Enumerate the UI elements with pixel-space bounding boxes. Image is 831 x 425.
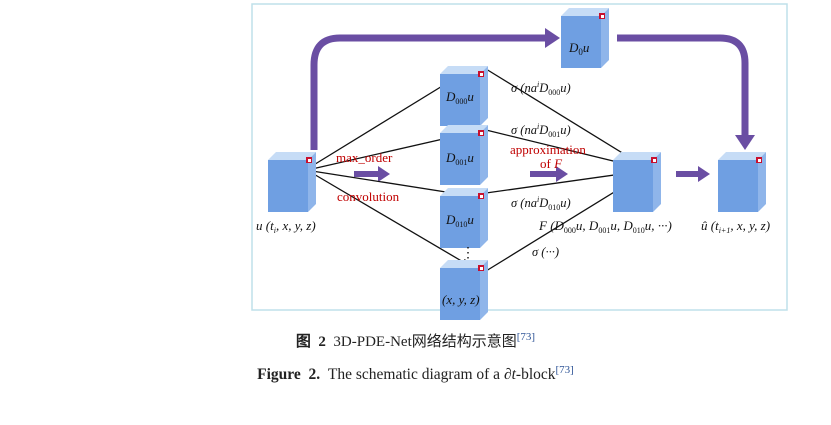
network-diagram: D0u D000u D001u D010u ⋮ (x, y, z) u (ti,… xyxy=(251,3,788,320)
coords-label: (x, y, z) xyxy=(442,292,480,307)
chinese-caption: 图 2 3D-PDE-Net网络结构示意图[73] xyxy=(0,330,831,351)
d010-label: D010u xyxy=(445,212,474,229)
max-order-label: max_order xyxy=(336,150,393,165)
convolution-label: convolution xyxy=(337,189,400,204)
approx-cube xyxy=(613,152,661,212)
d001-label: D001u xyxy=(445,150,474,167)
d000-label: D000u xyxy=(445,89,474,106)
input-caption: u (ti, x, y, z) xyxy=(256,218,316,235)
en-citation-ref[interactable]: [73] xyxy=(555,364,574,376)
sigma-d001-label: σ (naiD001u) xyxy=(511,122,571,139)
sigma-d000-label: σ (naiD000u) xyxy=(511,80,571,97)
cn-citation-ref[interactable]: [73] xyxy=(516,331,536,343)
output-cube xyxy=(718,152,766,212)
output-flow-arrow xyxy=(676,166,710,182)
d0-cube xyxy=(561,8,609,68)
vertical-dots: ⋮ xyxy=(461,246,475,261)
arrow-input-coords xyxy=(311,172,471,267)
skip-connection-arrow xyxy=(310,34,545,150)
en-figure-label: Figure 2. xyxy=(257,366,321,384)
cn-caption-text: 3D-PDE-Net网络结构示意图 xyxy=(333,334,517,350)
d0-to-output-arrow xyxy=(617,34,749,135)
of-f-label: of F xyxy=(540,156,563,171)
d0-label: D0u xyxy=(568,40,590,57)
cn-figure-label: 图 2 xyxy=(295,334,326,350)
en-caption-text: The schematic diagram of a ∂t-block xyxy=(327,366,556,384)
d0-arrow-head xyxy=(735,135,755,150)
skip-arrow-head xyxy=(545,28,560,48)
approx-flow-arrow xyxy=(530,166,568,182)
sigma-dots-label: σ (···) xyxy=(532,245,559,259)
diagram-frame xyxy=(251,3,788,311)
english-caption: Figure 2. The schematic diagram of a ∂t-… xyxy=(0,364,831,384)
output-caption: û (ti+1, x, y, z) xyxy=(701,218,770,235)
approximation-label: approximation xyxy=(510,142,586,157)
arrow-input-d001 xyxy=(311,132,466,170)
approx-caption: F (D000u, D001u, D010u, ···) xyxy=(538,218,672,235)
coords-cube xyxy=(440,260,488,320)
input-cube xyxy=(268,152,316,212)
sigma-d010-label: σ (naiD010u) xyxy=(511,195,571,212)
arrow-input-d010 xyxy=(311,170,466,198)
conv-flow-arrow xyxy=(354,166,390,182)
